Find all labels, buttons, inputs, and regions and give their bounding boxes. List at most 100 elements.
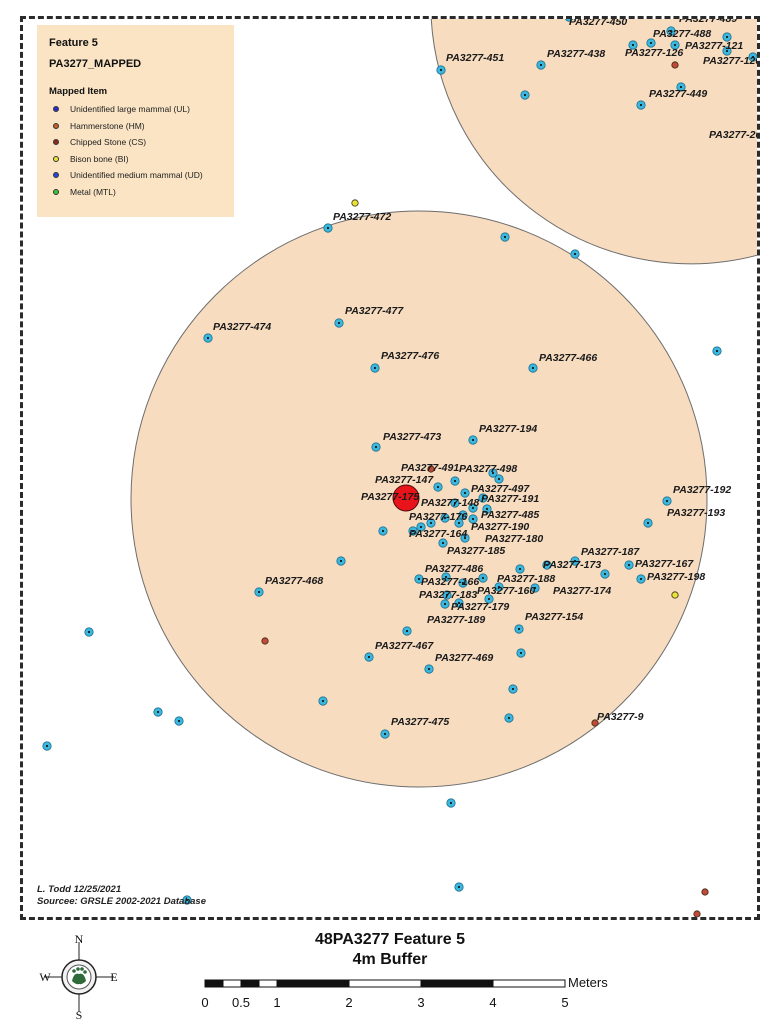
mapped-item-point[interactable] — [261, 637, 269, 645]
point-label: PA3277-188 — [497, 573, 555, 585]
legend-swatch — [53, 122, 59, 129]
legend-swatch — [53, 172, 59, 179]
feature-center-marker[interactable] — [392, 484, 420, 512]
point-label: PA3277-472 — [333, 211, 391, 223]
mapped-item-point[interactable] — [671, 61, 679, 69]
legend-item: Metal (MTL) — [49, 184, 222, 201]
point-center-dot — [439, 68, 443, 72]
point-center-dot — [518, 567, 522, 571]
mapped-item-point[interactable] — [701, 888, 709, 896]
point-center-dot — [87, 630, 91, 634]
point-center-dot — [603, 572, 607, 576]
compass-n: N — [75, 934, 84, 946]
point-label: PA3277-174 — [553, 585, 611, 597]
point-label: PA3277-193 — [667, 507, 725, 519]
point-center-dot — [381, 529, 385, 533]
point-center-dot — [649, 41, 653, 45]
point-center-dot — [523, 93, 527, 97]
point-center-dot — [573, 559, 577, 563]
point-label: PA3277-183 — [419, 589, 477, 601]
scale-segment — [258, 979, 278, 988]
buffer-zone-upper — [430, 19, 757, 265]
point-label: PA3277-489 — [679, 19, 737, 25]
point-center-dot — [436, 485, 440, 489]
point-center-dot — [519, 651, 523, 655]
point-label: PA3277-187 — [581, 546, 640, 558]
legend-item: Unidentified medium mammal (UD) — [49, 167, 222, 184]
point-label: PA3277-167 — [635, 558, 694, 570]
scale-segment — [348, 979, 422, 988]
scale-unit: Meters — [568, 975, 608, 990]
point-center-dot — [545, 563, 549, 567]
legend-item: Hammerstone (HM) — [49, 118, 222, 135]
point-center-dot — [481, 576, 485, 580]
point-center-dot — [206, 336, 210, 340]
point-center-dot — [481, 496, 485, 500]
point-label: PA3277-164 — [409, 528, 467, 540]
point-center-dot — [443, 516, 447, 520]
point-label: PA3277-147 — [375, 474, 434, 486]
point-center-dot — [373, 366, 377, 370]
point-center-dot — [457, 521, 461, 525]
point-label: PA3277-121 — [685, 40, 743, 52]
mapped-item-point[interactable] — [591, 719, 599, 727]
legend-item: Bison bone (BI) — [49, 151, 222, 168]
point-center-dot — [669, 29, 673, 33]
point-center-dot — [449, 801, 453, 805]
scale-segments — [204, 979, 566, 988]
point-center-dot — [453, 479, 457, 483]
legend: Feature 5 PA3277_MAPPED Mapped Item Unid… — [37, 25, 234, 217]
mapped-item-point[interactable] — [427, 465, 435, 473]
point-label: PA3277-475 — [391, 716, 449, 728]
legend-item: Unidentified large mammal (UL) — [49, 101, 222, 118]
point-center-dot — [539, 63, 543, 67]
legend-item-label: Unidentified medium mammal (UD) — [70, 170, 203, 181]
north-arrow: N S W E — [39, 934, 117, 1020]
point-center-dot — [411, 529, 415, 533]
point-label: PA3277-194 — [479, 423, 537, 435]
point-center-dot — [715, 349, 719, 353]
compass-s: S — [76, 1008, 83, 1020]
scale-tick-label: 2 — [345, 995, 352, 1010]
scale-tick-label: 1 — [273, 995, 280, 1010]
point-center-dot — [573, 252, 577, 256]
point-center-dot — [457, 601, 461, 605]
map-title: 48PA3277 Feature 5 4m Buffer — [250, 930, 530, 970]
point-center-dot — [679, 85, 683, 89]
point-center-dot — [177, 719, 181, 723]
paw-toe-icon — [76, 967, 80, 971]
scale-segment — [276, 979, 350, 988]
point-center-dot — [367, 655, 371, 659]
point-label: PA3277-198 — [647, 571, 705, 583]
point-label: PA3277-451 — [446, 52, 504, 64]
point-center-dot — [185, 898, 189, 902]
point-label: PA3277-160 — [477, 585, 535, 597]
point-center-dot — [751, 55, 755, 59]
point-center-dot — [405, 629, 409, 633]
point-center-dot — [471, 517, 475, 521]
point-label: PA3277-474 — [213, 321, 271, 333]
point-center-dot — [374, 445, 378, 449]
point-center-dot — [531, 366, 535, 370]
mapped-item-point[interactable] — [693, 910, 701, 917]
mapped-item-point[interactable] — [351, 199, 359, 207]
mapped-item-point[interactable] — [671, 591, 679, 599]
point-center-dot — [419, 525, 423, 529]
point-label: PA3277-191 — [481, 493, 539, 505]
point-label: PA3277-486 — [425, 563, 483, 575]
point-center-dot — [427, 667, 431, 671]
point-center-dot — [639, 577, 643, 581]
mapped-item-point[interactable] — [564, 19, 574, 22]
legend-item-label: Hammerstone (HM) — [70, 120, 145, 131]
legend-item: Chipped Stone (CS) — [49, 134, 222, 151]
point-label: PA3277-9 — [597, 711, 644, 723]
paw-toe-icon — [72, 969, 76, 973]
point-center-dot — [443, 602, 447, 606]
legend-layer-name: PA3277_MAPPED — [49, 58, 142, 70]
point-center-dot — [497, 477, 501, 481]
point-center-dot — [517, 627, 521, 631]
point-center-dot — [639, 103, 643, 107]
point-label: PA3277-469 — [435, 652, 493, 664]
